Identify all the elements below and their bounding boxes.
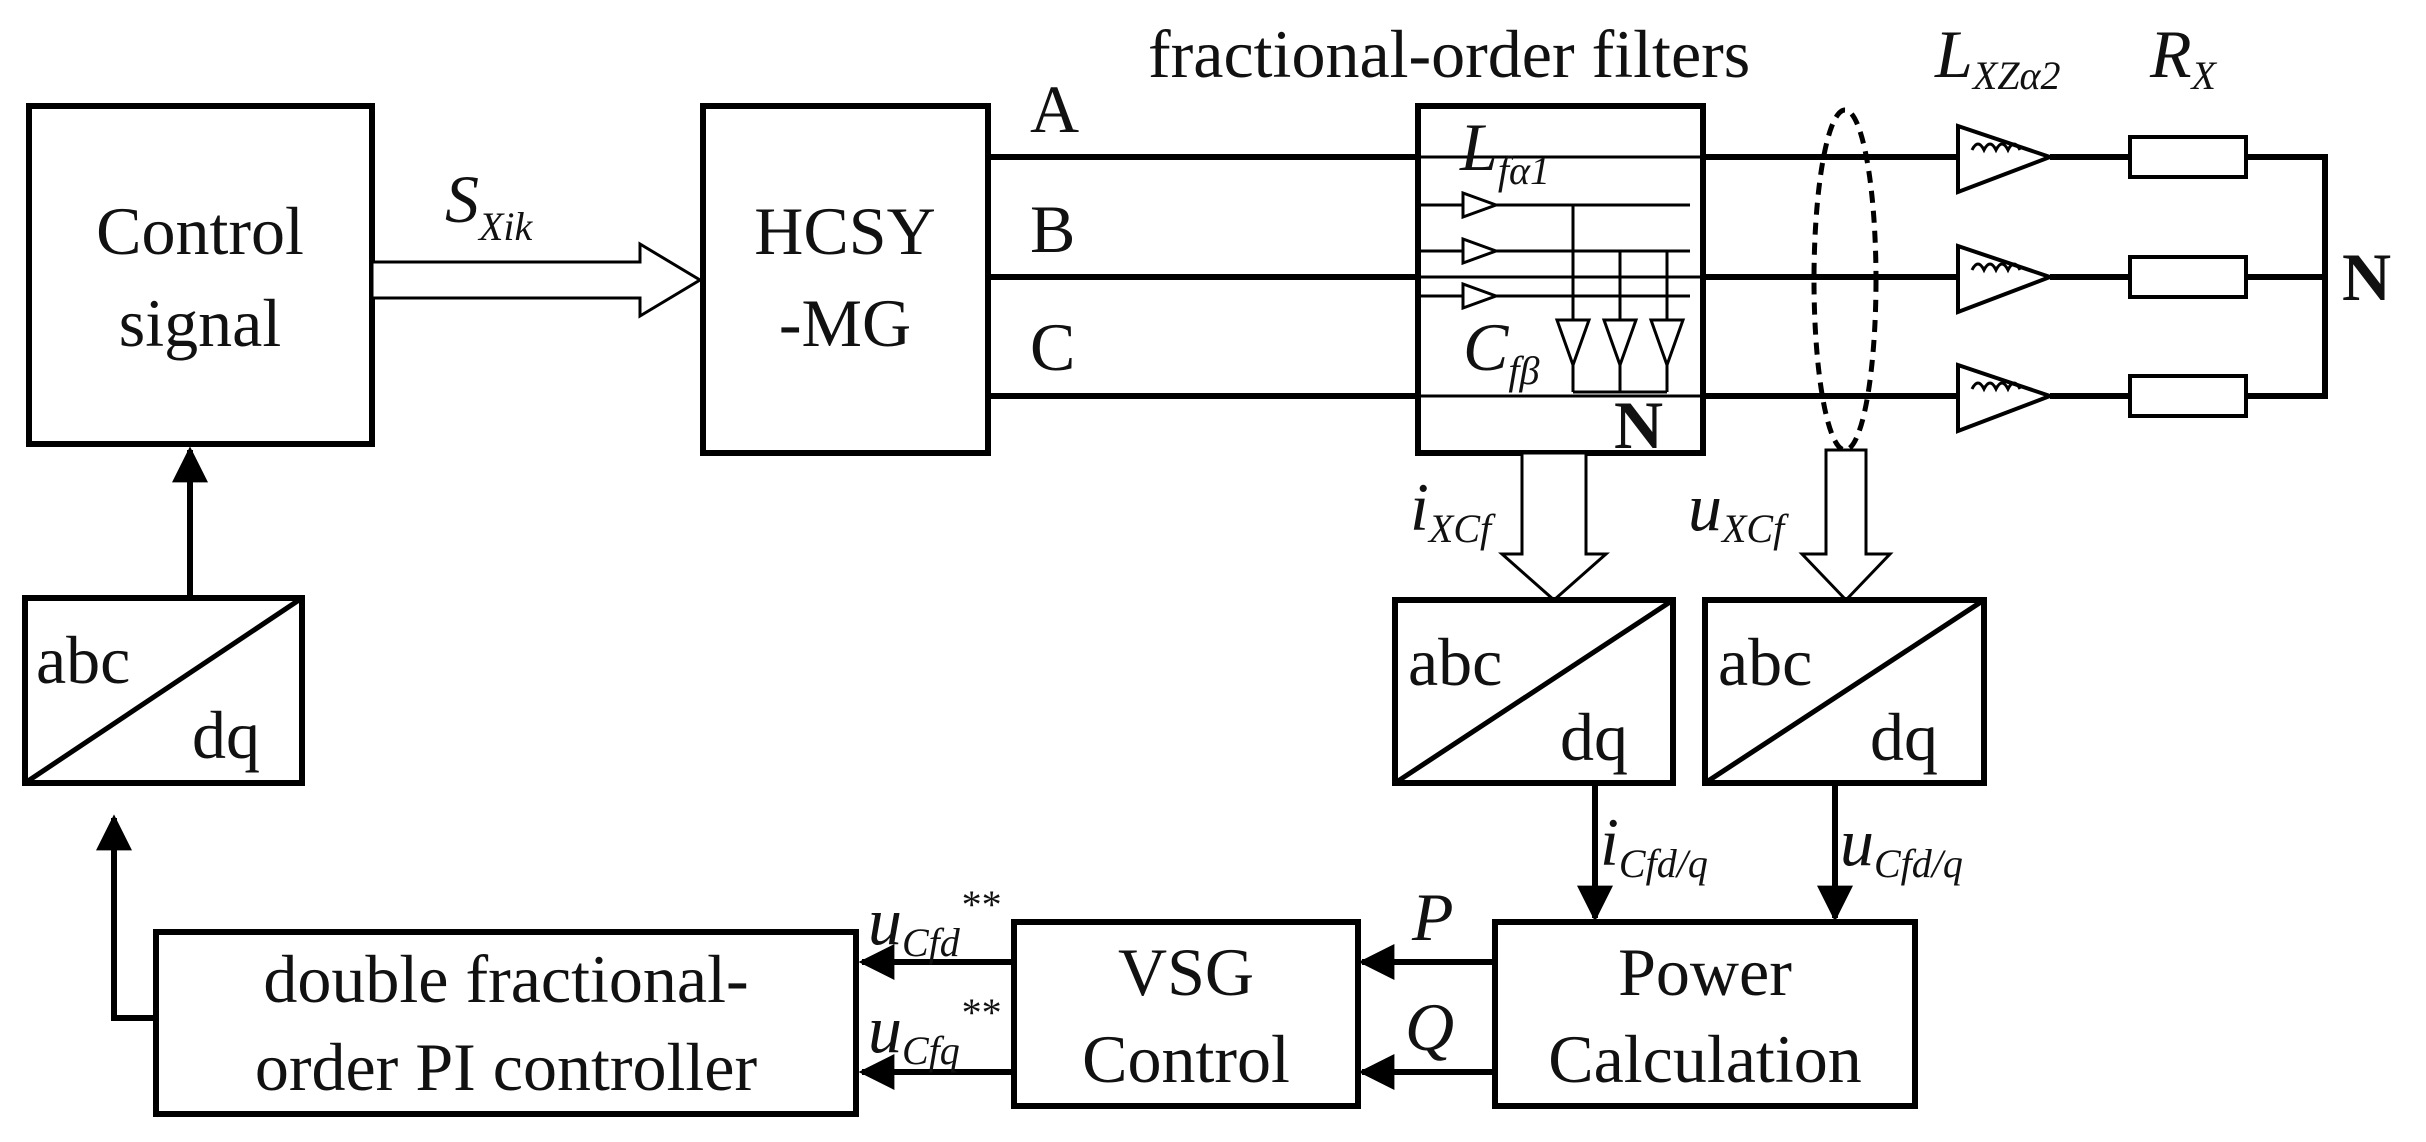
filter-capacitor-label: Cfβ xyxy=(1463,309,1539,393)
hcsy-mg-block: HCSY -MG xyxy=(700,103,991,456)
phase-lines xyxy=(988,154,1418,399)
hcsy-mg-line1: HCSY xyxy=(754,193,935,269)
controller-to-transform-wire xyxy=(96,814,156,1021)
filter-inductor-label: Lfα1 xyxy=(1459,109,1550,193)
abc-dq-left-top: abc xyxy=(36,622,130,698)
power-calc-line1: Power xyxy=(1618,934,1792,1010)
s-xik-arrow xyxy=(370,241,703,319)
vsg-control-block: VSG Control xyxy=(1011,919,1361,1109)
control-signal-line1: Control xyxy=(96,193,304,269)
double-fopi-line2: order PI controller xyxy=(255,1029,758,1105)
u-cfd-ref-label: uCfd** xyxy=(868,882,1000,965)
hcsy-mg-line2: -MG xyxy=(779,285,911,361)
filter-inductor-icons xyxy=(1461,190,1501,311)
load-inductor-icons xyxy=(1956,123,2056,434)
load-resistor-icons xyxy=(2128,135,2248,418)
u-xcf-label: uXCf xyxy=(1688,469,1789,551)
p-label: P xyxy=(1411,879,1454,955)
u-xcf-arrow xyxy=(1798,448,1894,603)
abc-dq-right-top: abc xyxy=(1718,624,1812,700)
filter-neutral-label: N xyxy=(1614,387,1663,463)
power-calc-line2: Calculation xyxy=(1548,1021,1861,1097)
load-neutral-label: N xyxy=(2342,239,2391,315)
i-xcf-label: iXCf xyxy=(1410,469,1496,551)
abc-dq-mid-bottom: dq xyxy=(1560,699,1628,775)
dq-to-power-arrows xyxy=(1577,783,1853,922)
load-inductor-label: LXZα2 xyxy=(1934,16,2061,98)
abc-dq-right-block: abc dq xyxy=(1702,597,1987,786)
double-fopi-line1: double fractional- xyxy=(263,941,748,1017)
output-lines xyxy=(1703,154,2328,399)
u-cfq-ref-label: uCfq** xyxy=(868,990,1000,1073)
filter-capacitor-icons xyxy=(1554,318,1686,370)
abc-dq-left-block: abc dq xyxy=(22,595,305,786)
filter-title: fractional-order filters xyxy=(1148,16,1750,92)
abc-dq-left-bottom: dq xyxy=(192,697,260,773)
double-fopi-block: double fractional- order PI controller xyxy=(153,929,859,1117)
power-calculation-block: Power Calculation xyxy=(1492,919,1918,1109)
phase-label-b: B xyxy=(1030,191,1075,267)
i-cfdq-label: iCfd/q xyxy=(1600,804,1708,886)
i-xcf-arrow xyxy=(1498,451,1610,603)
abc-dq-mid-block: abc dq xyxy=(1392,597,1676,786)
s-xik-label: SXik xyxy=(445,161,534,249)
phase-label-a: A xyxy=(1030,71,1079,147)
load-resistor-label: RX xyxy=(2149,16,2218,98)
abc-dq-right-bottom: dq xyxy=(1870,699,1938,775)
control-signal-block: Control signal xyxy=(26,103,375,447)
filter-block: Lfα1 Cfβ N xyxy=(1415,103,1706,463)
voltage-measurement-ellipse xyxy=(1811,107,1879,453)
q-label: Q xyxy=(1405,989,1454,1065)
phase-label-c: C xyxy=(1030,309,1075,385)
control-signal-line2: signal xyxy=(119,285,281,361)
reference-arrows xyxy=(858,944,1014,1090)
abc-dq-mid-top: abc xyxy=(1408,624,1502,700)
pq-arrows xyxy=(1358,944,1495,1090)
vsg-line2: Control xyxy=(1082,1021,1290,1097)
vsg-line1: VSG xyxy=(1118,934,1254,1010)
u-cfdq-label: uCfd/q xyxy=(1840,804,1963,886)
